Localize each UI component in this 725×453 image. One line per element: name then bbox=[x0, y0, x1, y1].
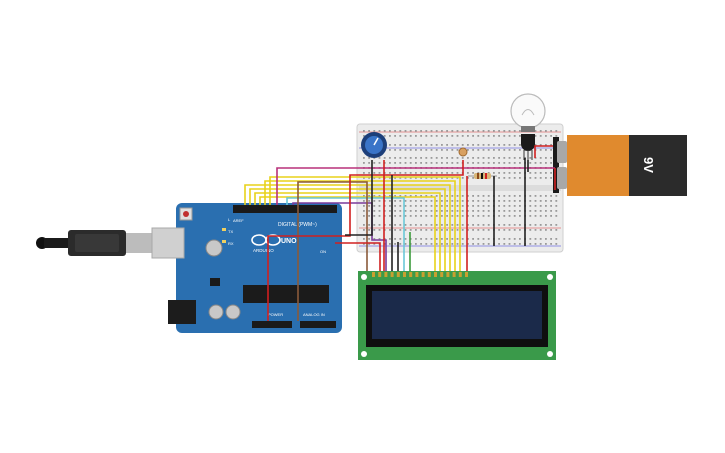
wire-red bbox=[335, 242, 381, 271]
capacitor bbox=[208, 304, 224, 320]
lcd-screen bbox=[372, 291, 542, 339]
lcd-16x2 bbox=[358, 271, 556, 360]
wire-yellow bbox=[259, 196, 436, 271]
transistor bbox=[521, 134, 535, 160]
resistor bbox=[468, 173, 497, 179]
battery-9v: 9V bbox=[553, 135, 687, 196]
wire-yellow bbox=[249, 188, 446, 271]
brand-label: ARDUINO bbox=[253, 248, 274, 253]
wire-cyan bbox=[286, 197, 405, 271]
tx-label: TX bbox=[228, 229, 233, 234]
arduino-uno-board: DIGITAL (PWM~) AREF UNO ARDUINO TX RX L … bbox=[151, 203, 342, 333]
wire-red bbox=[267, 160, 464, 321]
aref-label: AREF bbox=[233, 218, 244, 223]
wire-yellow bbox=[269, 176, 461, 271]
rx-label: RX bbox=[228, 241, 234, 246]
digital-header bbox=[233, 205, 337, 213]
l-label: L bbox=[228, 217, 231, 222]
arduino-logo-icon bbox=[251, 234, 281, 246]
photoresistor bbox=[458, 147, 468, 157]
wire-yellow bbox=[244, 184, 451, 271]
wires bbox=[244, 145, 556, 321]
usb-cable bbox=[36, 230, 154, 256]
wire-yellow bbox=[254, 192, 441, 271]
atmega-chip bbox=[243, 285, 329, 303]
power-label: POWER bbox=[268, 312, 283, 317]
light-bulb-icon bbox=[510, 93, 546, 132]
analog-label: ANALOG IN bbox=[303, 312, 325, 317]
potentiometer bbox=[361, 132, 387, 158]
on-label: ON bbox=[320, 249, 326, 254]
capacitor bbox=[225, 304, 241, 320]
power-header bbox=[252, 321, 292, 328]
model-label: UNO bbox=[281, 238, 297, 245]
usb-port bbox=[151, 227, 185, 259]
power-jack bbox=[168, 300, 196, 324]
crystal bbox=[205, 239, 223, 257]
wire-yellow bbox=[264, 180, 456, 271]
wire-black bbox=[345, 160, 373, 236]
wire-brown bbox=[297, 181, 368, 321]
analog-header bbox=[300, 321, 336, 328]
wire-red bbox=[534, 145, 553, 158]
battery-label: 9V bbox=[641, 157, 656, 173]
